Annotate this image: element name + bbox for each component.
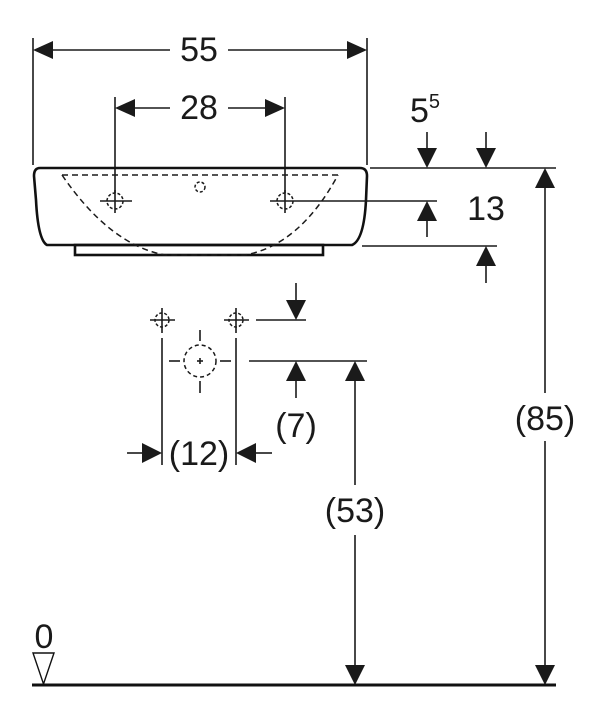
arrow-up-icon xyxy=(345,361,365,381)
rim-offset-superscript: 5 xyxy=(429,91,440,113)
arrow-right-icon xyxy=(265,99,285,117)
arrow-down-icon xyxy=(417,148,437,168)
overflow-hole-icon xyxy=(194,181,206,193)
floor-reference: 0 xyxy=(32,618,556,687)
floor-level-label: 0 xyxy=(35,618,54,656)
dimension-supply-spacing: (12) xyxy=(127,338,272,473)
tap-hole-right-icon xyxy=(270,190,302,213)
arrow-up-icon xyxy=(417,201,437,221)
arrow-down-icon xyxy=(286,300,306,320)
supply-point-left-icon xyxy=(150,308,175,333)
drain-offset-label: (7) xyxy=(275,407,317,445)
supply-connections xyxy=(150,283,306,333)
drain-connection: (7) xyxy=(169,330,367,445)
dimension-drain-height: (53) xyxy=(325,361,385,685)
arrow-up-icon xyxy=(286,361,306,381)
rim-offset-base: 5 xyxy=(410,92,429,130)
depth-label: 13 xyxy=(467,190,505,228)
basin-base xyxy=(73,243,325,257)
drain-height-label: (53) xyxy=(325,492,385,530)
arrow-right-icon xyxy=(347,41,367,59)
basin-outline xyxy=(32,166,369,247)
arrow-left-icon xyxy=(33,41,53,59)
supply-point-right-icon xyxy=(224,308,249,333)
arrow-down-icon xyxy=(535,665,555,685)
dimension-depth: 13 xyxy=(302,190,505,283)
arrow-down-icon xyxy=(476,148,496,168)
dimension-rim-offset: 55 xyxy=(370,91,556,169)
rim-offset-label: 55 xyxy=(410,91,440,130)
arrow-right-icon xyxy=(142,443,162,463)
overall-width-label: 55 xyxy=(180,31,218,69)
tap-hole-spacing-label: 28 xyxy=(180,89,218,127)
arrow-down-icon xyxy=(345,665,365,685)
supply-spacing-label: (12) xyxy=(169,435,229,473)
drain-point-icon xyxy=(169,330,231,393)
dimension-tap-hole-spacing: 28 xyxy=(114,89,286,193)
dimension-overall-width: 55 xyxy=(32,31,368,165)
dimension-rim-height: (85) xyxy=(515,168,575,685)
arrow-left-icon xyxy=(115,99,135,117)
floor-level-marker-icon xyxy=(32,652,55,687)
arrow-up-icon xyxy=(476,246,496,266)
washbasin-body xyxy=(32,166,369,257)
arrow-left-icon xyxy=(236,443,256,463)
bowl-hidden-line xyxy=(61,174,339,256)
tap-hole-left-icon xyxy=(100,190,132,213)
arrow-up-icon xyxy=(535,168,555,188)
rim-height-label: (85) xyxy=(515,400,575,438)
